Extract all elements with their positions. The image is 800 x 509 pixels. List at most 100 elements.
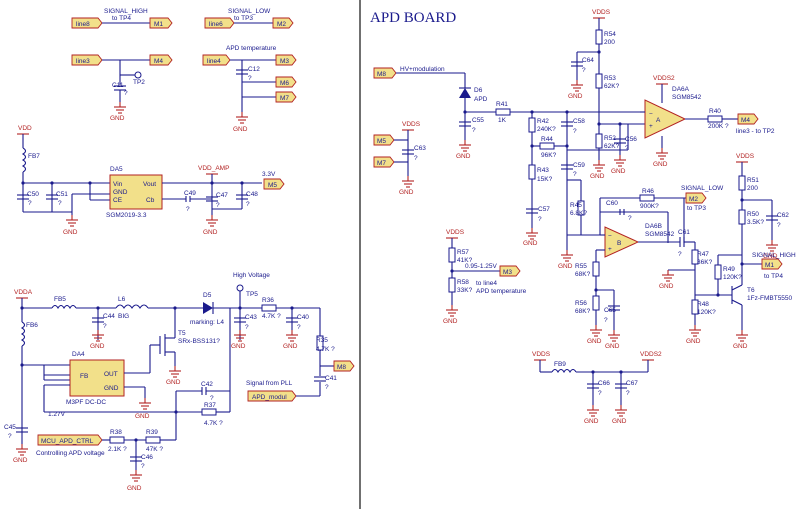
board-title: APD BOARD	[370, 10, 456, 26]
svg-text:M1: M1	[765, 262, 774, 269]
svg-text:?: ?	[678, 251, 682, 258]
svg-text:OUT: OUT	[104, 371, 118, 378]
svg-text:?: ?	[186, 206, 190, 213]
svg-text:GND: GND	[568, 93, 583, 100]
svg-text:C41: C41	[325, 375, 337, 382]
svg-text:900K?: 900K?	[640, 203, 659, 210]
svg-text:C63: C63	[414, 145, 426, 152]
svg-text:High Voltage: High Voltage	[233, 272, 270, 279]
svg-text:DA4: DA4	[72, 351, 85, 358]
svg-text:?: ?	[246, 201, 250, 208]
svg-text:BIG: BIG	[118, 313, 129, 320]
svg-text:VDDS2: VDDS2	[640, 351, 662, 358]
svg-text:Vin: Vin	[113, 181, 123, 188]
svg-text:M3: M3	[280, 58, 289, 65]
svg-text:C67: C67	[626, 380, 638, 387]
svg-text:APD temperature: APD temperature	[476, 288, 527, 295]
svg-text:?: ?	[216, 202, 220, 209]
svg-text:240K?: 240K?	[537, 126, 556, 133]
svg-text:TP5: TP5	[246, 291, 258, 298]
svg-text:?: ?	[124, 90, 128, 97]
svg-text:M3PF DC-DC: M3PF DC-DC	[66, 399, 106, 406]
svg-text:line8: line8	[76, 21, 90, 28]
svg-text:GND: GND	[587, 338, 602, 345]
svg-text:R42: R42	[537, 118, 549, 125]
svg-text:?: ?	[604, 317, 608, 324]
svg-text:SIGNAL_LOW: SIGNAL_LOW	[681, 185, 724, 192]
svg-text:C62: C62	[777, 212, 789, 219]
apd-frontend: M8 HV+modulation D6 APD C55 ? GND R41 1K…	[373, 9, 796, 425]
svg-text:M3: M3	[503, 269, 512, 276]
svg-text:?: ?	[598, 390, 602, 397]
svg-text:APD temperature: APD temperature	[226, 45, 277, 52]
svg-text:to TP3: to TP3	[687, 205, 706, 212]
svg-text:C42: C42	[201, 381, 213, 388]
svg-text:R52: R52	[604, 135, 616, 142]
svg-text:4.7K ?: 4.7K ?	[316, 346, 335, 353]
svg-text:GND: GND	[590, 173, 605, 180]
svg-text:GND: GND	[63, 229, 78, 236]
svg-text:36K?: 36K?	[697, 259, 713, 266]
svg-text:4.7K ?: 4.7K ?	[262, 313, 281, 320]
svg-text:M2: M2	[277, 21, 286, 28]
svg-text:R51: R51	[747, 177, 759, 184]
svg-text:?: ?	[626, 390, 630, 397]
svg-text:C49: C49	[184, 190, 196, 197]
svg-text:?: ?	[414, 155, 418, 162]
svg-text:C43: C43	[245, 314, 257, 321]
svg-text:?: ?	[248, 75, 252, 82]
svg-text:R35: R35	[316, 337, 328, 344]
svg-text:SIGNAL_LOW: SIGNAL_LOW	[228, 8, 271, 15]
svg-text:VDD_AMP: VDD_AMP	[198, 165, 229, 172]
svg-text:R38: R38	[110, 429, 122, 436]
svg-text:C61: C61	[678, 229, 690, 236]
svg-text:GND: GND	[584, 418, 599, 425]
svg-text:?: ?	[28, 200, 32, 207]
svg-text:−: −	[649, 111, 653, 118]
svg-text:line4: line4	[207, 58, 221, 65]
svg-text:C48: C48	[246, 191, 258, 198]
svg-text:?: ?	[538, 216, 542, 223]
svg-text:R50: R50	[747, 211, 759, 218]
svg-text:GND: GND	[653, 161, 668, 168]
svg-text:GND: GND	[659, 283, 674, 290]
svg-text:APD: APD	[474, 96, 488, 103]
svg-text:GND: GND	[612, 418, 627, 425]
svg-text:?: ?	[582, 67, 586, 74]
svg-text:2.1K ?: 2.1K ?	[108, 446, 127, 453]
svg-text:C40: C40	[297, 314, 309, 321]
svg-text:R57: R57	[457, 249, 469, 256]
svg-text:GND: GND	[135, 413, 150, 420]
svg-text:R49: R49	[723, 266, 735, 273]
svg-text:R53: R53	[604, 75, 616, 82]
svg-text:GND: GND	[733, 343, 748, 350]
svg-text:FB: FB	[80, 373, 88, 380]
svg-text:47K ?: 47K ?	[146, 446, 163, 453]
svg-text:M5: M5	[268, 182, 277, 189]
svg-text:TP2: TP2	[133, 79, 145, 86]
svg-text:1Fz-FMBT5550: 1Fz-FMBT5550	[747, 295, 793, 302]
svg-text:D5: D5	[203, 292, 212, 299]
svg-text:?: ?	[573, 171, 577, 178]
svg-text:R39: R39	[146, 429, 158, 436]
svg-text:GND: GND	[13, 457, 28, 464]
svg-text:200K ?: 200K ?	[708, 123, 729, 130]
svg-text:C59: C59	[573, 162, 585, 169]
svg-text:?: ?	[58, 200, 62, 207]
svg-text:120K?: 120K?	[723, 274, 742, 281]
svg-text:DA5: DA5	[110, 166, 123, 173]
svg-text:GND: GND	[127, 485, 142, 492]
svg-text:C51: C51	[56, 191, 68, 198]
svg-text:68K?: 68K?	[575, 308, 591, 315]
svg-text:to TP4: to TP4	[112, 15, 131, 22]
svg-text:4.7K ?: 4.7K ?	[204, 420, 223, 427]
svg-text:R37: R37	[204, 402, 216, 409]
svg-text:R41: R41	[496, 101, 508, 108]
svg-text:?: ?	[103, 323, 107, 330]
svg-text:M1: M1	[154, 21, 163, 28]
svg-text:GND: GND	[523, 240, 538, 247]
svg-text:FB6: FB6	[26, 322, 38, 329]
svg-text:marking: L4: marking: L4	[190, 319, 224, 326]
svg-text:C12: C12	[248, 66, 260, 73]
svg-text:C66: C66	[598, 380, 610, 387]
